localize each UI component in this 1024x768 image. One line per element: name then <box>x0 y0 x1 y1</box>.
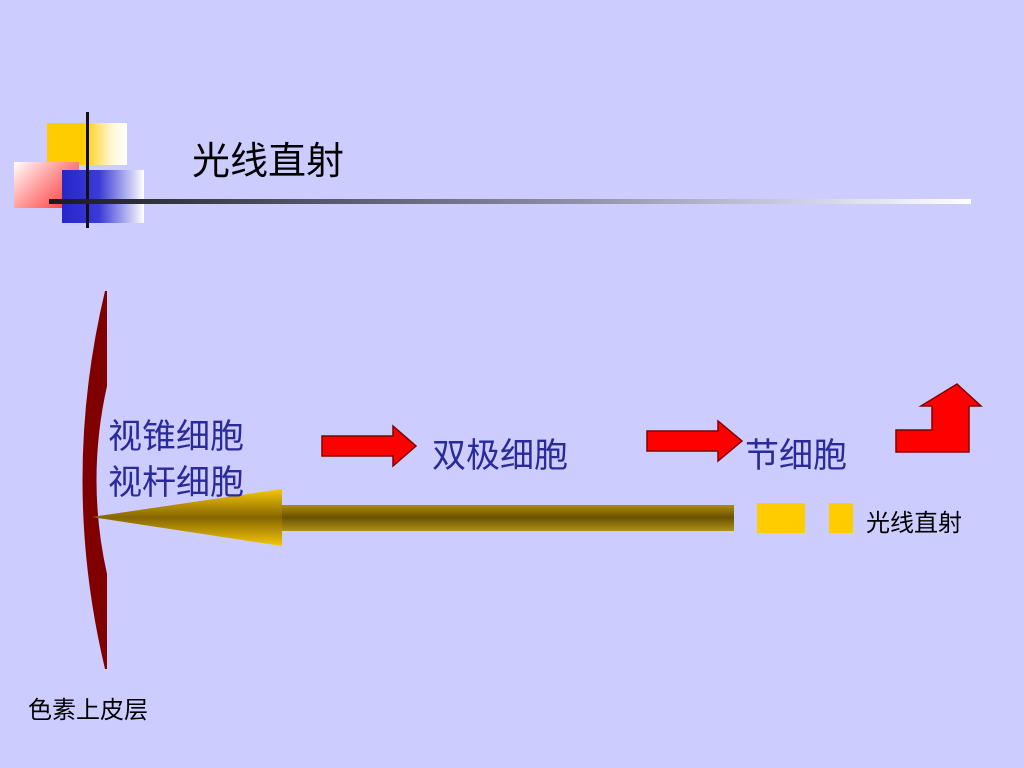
light-dash-2 <box>829 503 853 533</box>
ganglion-cell-label: 节细胞 <box>745 436 847 476</box>
bent-up-arrow-icon <box>895 383 983 453</box>
photoreceptor-label: 视锥细胞 视杆细胞 <box>108 414 244 506</box>
cone-cell-label: 视锥细胞 <box>108 417 244 457</box>
pigment-epithelium-label: 色素上皮层 <box>28 696 148 724</box>
light-dash-1 <box>757 503 805 533</box>
title-deco-vertical-line <box>86 112 89 228</box>
rod-cell-label: 视杆细胞 <box>108 463 244 503</box>
title-underline <box>49 199 971 204</box>
light-direction-label: 光线直射 <box>866 509 962 537</box>
page-title: 光线直射 <box>192 139 345 183</box>
right-arrow-icon <box>646 419 744 463</box>
title-deco-blue-square <box>62 170 144 223</box>
pigment-epithelium-shape <box>82 291 107 669</box>
right-arrow-icon <box>321 424 418 468</box>
light-arrow-head <box>92 489 282 546</box>
bipolar-cell-label: 双极细胞 <box>432 436 568 476</box>
